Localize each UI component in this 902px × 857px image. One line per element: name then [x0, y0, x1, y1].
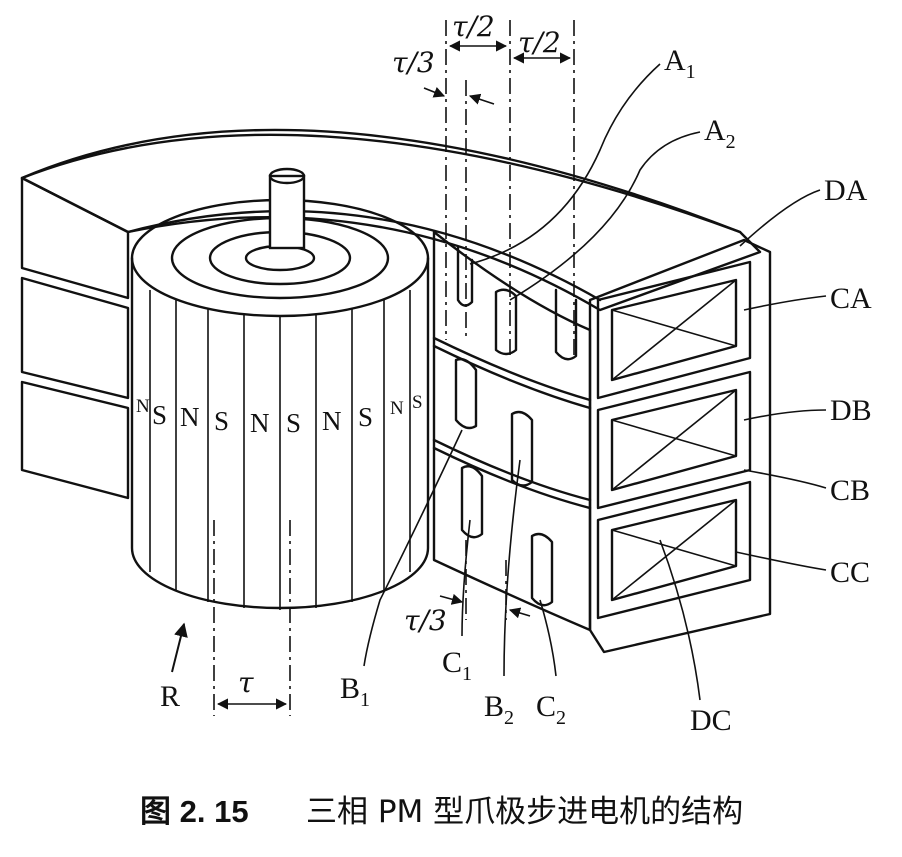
rotor-pole-8: N [390, 398, 404, 419]
dim-tau-half-1: τ/2 [452, 10, 495, 43]
stator-section-left [20, 176, 130, 500]
label-DA: DA [824, 174, 868, 207]
dimension-lines-top [423, 20, 575, 360]
label-R: R [160, 680, 180, 713]
label-A2: A2 [704, 114, 736, 153]
coil-housings [588, 238, 772, 654]
rotor-pole-2: N [180, 402, 200, 432]
claw-A1 [456, 246, 474, 307]
label-C1: C1 [442, 646, 472, 685]
coil-box-A [596, 260, 752, 400]
dim-tau-third-bottom: τ/3 [404, 604, 447, 637]
label-CC: CC [830, 556, 870, 589]
label-B2: B2 [484, 690, 514, 729]
caption-number: 图 2. 15 [140, 794, 249, 829]
claw-A2 [494, 288, 518, 356]
dim-tau-third-top: τ/3 [392, 46, 435, 79]
label-C2: C2 [536, 690, 566, 729]
dim-tau: τ [238, 666, 254, 699]
label-CB: CB [830, 474, 870, 507]
rotor-pole-0: N [136, 396, 150, 417]
label-DC: DC [690, 704, 732, 737]
rotor-pole-4: N [250, 408, 270, 438]
claw-C2 [530, 532, 554, 607]
dim-tau-half-2: τ/2 [518, 26, 561, 59]
rotor-pole-9: S [412, 392, 423, 413]
label-DB: DB [830, 394, 872, 427]
rotor-pole-7: S [358, 402, 373, 432]
rotor-pole-6: N [322, 406, 342, 436]
label-CA: CA [830, 282, 872, 315]
caption-text: 三相 PM 型爪极步进电机的结构 [306, 794, 743, 830]
label-A1: A1 [664, 44, 696, 83]
rotor: N S N S N S N S N S [130, 167, 430, 610]
leader-lines [363, 63, 827, 701]
coil-box-C [596, 480, 752, 620]
rotor-pole-lines [149, 290, 411, 610]
claw-C1 [460, 465, 484, 539]
label-B1: B1 [340, 672, 370, 711]
coil-box-B [596, 370, 752, 510]
rotor-pole-5: S [286, 408, 301, 438]
rotor-shaft [268, 167, 306, 250]
dimension-lines-bottom [171, 520, 531, 716]
rotor-pole-1: S [152, 400, 167, 430]
claw-B2 [510, 410, 534, 487]
figure-caption: 图 2. 15 三相 PM 型爪极步进电机的结构 [140, 794, 743, 830]
rotor-pole-3: S [214, 406, 229, 436]
claw-B1 [454, 357, 478, 430]
rotor-pole-labels: N S N S N S N S N S [136, 392, 423, 438]
part-labels: A1 A2 DA CA DB CB CC DC R B1 C1 B2 C2 [160, 44, 872, 737]
